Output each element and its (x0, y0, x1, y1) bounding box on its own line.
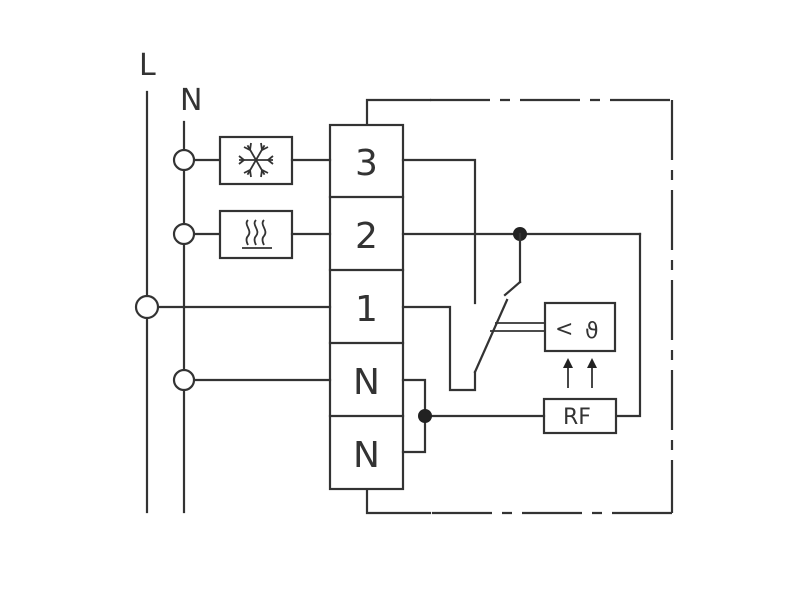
controller-box (543, 301, 617, 353)
neutral-terminal-supply (172, 368, 196, 392)
terminal-3-label: 3 (355, 143, 378, 184)
neutral-rail-label: N (180, 83, 202, 118)
snowflake-icon (238, 142, 274, 178)
line-terminal (134, 294, 160, 320)
terminal-1-label: 1 (355, 289, 378, 330)
switch-upper-contact (503, 280, 522, 297)
rf-signal-arrows (563, 358, 597, 388)
terminal-1-internal-wire (401, 305, 477, 392)
junction-dot-neutral (418, 409, 432, 423)
neutral-terminal-heating (172, 222, 196, 246)
controller-left-symbol: < (555, 317, 573, 342)
heat-waves-icon (242, 219, 272, 249)
terminal-n2-label: N (353, 435, 380, 476)
temperature-control-icon: < ϑ (555, 317, 599, 344)
controller-right-symbol: ϑ (585, 319, 599, 344)
terminal-2-label: 2 (355, 216, 378, 257)
terminal-n1-label: N (353, 362, 380, 403)
neutral-terminal-cooling (172, 148, 196, 172)
line-rail-label: L (139, 48, 156, 83)
rf-supply-wire (614, 232, 642, 418)
switch-blade (473, 298, 509, 374)
terminal-3-internal-wire (401, 158, 477, 305)
housing-boundary (365, 98, 674, 515)
rf-module-label: RF (563, 405, 591, 430)
